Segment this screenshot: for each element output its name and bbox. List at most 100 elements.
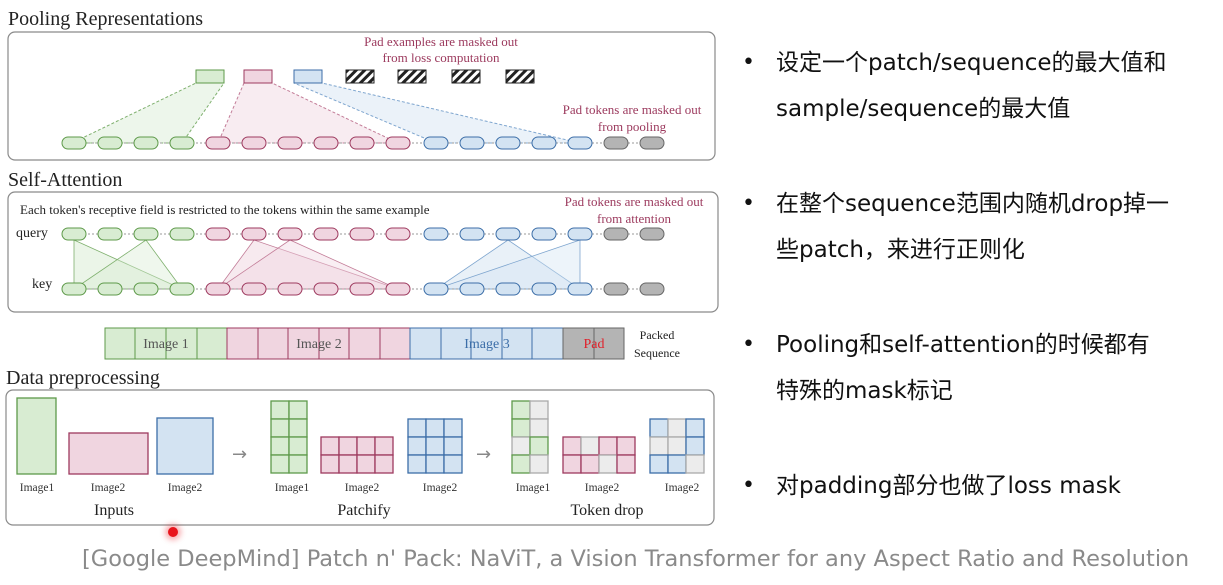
- token-image2: [241, 282, 267, 296]
- bullet-line: 些patch，来进行正则化: [776, 237, 1025, 263]
- token-image2: [313, 136, 339, 150]
- token-image2: [205, 136, 231, 150]
- token-image2: [241, 227, 267, 241]
- stage-label-inputs: Inputs: [94, 502, 134, 519]
- preprocessing-panel: [5, 389, 715, 526]
- packed-segment-image3: [409, 327, 564, 360]
- token-image1: [169, 282, 195, 296]
- item-label: Image2: [423, 482, 458, 494]
- item-label: Image2: [168, 482, 203, 494]
- packed-label-pad: Pad: [584, 337, 605, 352]
- pooled-rep-pad: [505, 69, 535, 84]
- query-token-row: [61, 227, 665, 241]
- token-image2: [205, 282, 231, 296]
- bullet-dot: •: [742, 473, 755, 498]
- token-image3: [459, 282, 485, 296]
- token-image1: [97, 136, 123, 150]
- token-image3: [495, 282, 521, 296]
- bullet-line: 特殊的mask标记: [776, 378, 953, 404]
- token-image3: [567, 136, 593, 150]
- token-pad: [639, 136, 665, 150]
- token-image2: [277, 227, 303, 241]
- packed-label-image2: Image 2: [296, 337, 341, 352]
- token-image2: [385, 227, 411, 241]
- token-image3: [459, 227, 485, 241]
- pooled-rep-pad: [397, 69, 427, 84]
- token-image1: [97, 282, 123, 296]
- token-image3: [567, 227, 593, 241]
- pooling-token-row: [61, 136, 665, 150]
- bullet-line: sample/sequence的最大值: [776, 96, 1071, 122]
- attention-note-pad-1: Pad tokens are masked out: [565, 194, 704, 209]
- packed-sequence-label-1: Packed: [640, 328, 675, 342]
- token-image3: [531, 282, 557, 296]
- pooled-rep-pad: [451, 69, 481, 84]
- attention-note-receptive: Each token's receptive field is restrict…: [20, 202, 430, 217]
- token-image3: [423, 227, 449, 241]
- token-pad: [603, 282, 629, 296]
- token-image3: [423, 282, 449, 296]
- token-image1: [133, 282, 159, 296]
- packed-sequence: Image 1 Image 2 Image 3 Pad: [104, 327, 625, 360]
- key-label: key: [32, 277, 52, 292]
- token-image2: [349, 136, 375, 150]
- pooled-rep-image1: [195, 69, 225, 84]
- item-label: Image1: [275, 482, 310, 494]
- token-pad: [639, 227, 665, 241]
- item-label: Image2: [91, 482, 126, 494]
- token-image2: [385, 282, 411, 296]
- attention-panel: [7, 191, 719, 313]
- token-image3: [567, 282, 593, 296]
- token-image3: [495, 227, 521, 241]
- patchify-image1: [270, 400, 308, 474]
- input-image1: [16, 397, 57, 475]
- pool-fan-image1: [71, 82, 225, 144]
- token-image2: [313, 227, 339, 241]
- key-token-row: [61, 282, 665, 296]
- token-pad: [603, 227, 629, 241]
- bullet-item: • 在整个sequence范围内随机drop掉一 些patch，来进行正则化: [742, 181, 1222, 273]
- pooling-title: Pooling Representations: [8, 8, 203, 30]
- item-label: Image2: [585, 482, 620, 494]
- pooled-rep-pad: [345, 69, 375, 84]
- pooling-note-loss-1: Pad examples are masked out: [364, 34, 518, 49]
- attention-receptive-fields: [72, 239, 582, 290]
- token-image2: [241, 136, 267, 150]
- token-image1: [169, 227, 195, 241]
- item-label: Image2: [345, 482, 380, 494]
- tokendrop-image1: [511, 400, 549, 474]
- token-pad: [603, 136, 629, 150]
- bullet-list: • 设定一个patch/sequence的最大值和 sample/sequenc…: [742, 40, 1222, 558]
- bullet-line: 对padding部分也做了loss mask: [776, 473, 1121, 499]
- token-image2: [385, 136, 411, 150]
- patchify-image3: [407, 418, 463, 474]
- token-image1: [133, 227, 159, 241]
- stage-label-token-drop: Token drop: [570, 502, 643, 519]
- bullet-line: Pooling和self-attention的时候都有: [776, 332, 1150, 358]
- token-pad: [639, 282, 665, 296]
- item-label: Image2: [665, 482, 700, 494]
- pooling-note-loss-2: from loss computation: [383, 50, 500, 65]
- token-image3: [531, 136, 557, 150]
- tokendrop-image2: [562, 436, 636, 474]
- bullet-item: • 对padding部分也做了loss mask: [742, 463, 1222, 509]
- token-image2: [277, 282, 303, 296]
- token-image3: [531, 227, 557, 241]
- token-image3: [423, 136, 449, 150]
- pooling-note-pool-1: Pad tokens are masked out: [563, 102, 702, 117]
- preprocessing-title: Data preprocessing: [6, 367, 160, 389]
- bullet-line: 在整个sequence范围内随机drop掉一: [776, 191, 1170, 217]
- tokendrop-image3: [649, 418, 705, 474]
- token-image2: [349, 227, 375, 241]
- attention-note-pad-2: from attention: [597, 211, 672, 226]
- arrow-icon: →: [232, 444, 247, 465]
- laser-pointer-dot: [168, 527, 178, 537]
- token-image3: [459, 136, 485, 150]
- bullet-dot: •: [742, 332, 755, 357]
- token-image2: [277, 136, 303, 150]
- arrow-icon: →: [476, 444, 491, 465]
- navit-diagram: Pooling Representations Pad examples are…: [5, 8, 719, 526]
- item-label: Image1: [20, 482, 55, 494]
- token-image1: [61, 282, 87, 296]
- pooled-rep-image2: [243, 69, 273, 84]
